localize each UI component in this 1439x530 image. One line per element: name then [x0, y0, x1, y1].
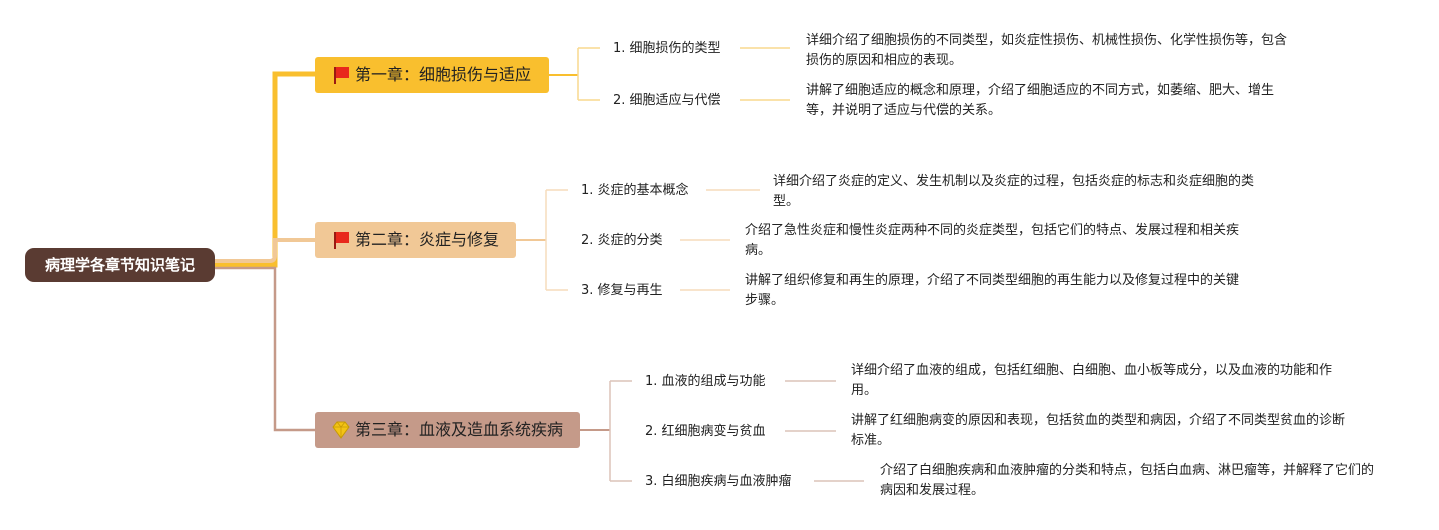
desc-2-2: 介绍了急性炎症和慢性炎症两种不同的炎症类型，包括它们的特点、发展过程和相关疾病。: [745, 223, 1240, 258]
chapter-3-node[interactable]: 第三章：血液及造血系统疾病: [315, 412, 580, 448]
topic-2-3[interactable]: 3. 修复与再生: [581, 283, 663, 298]
chapter-3-label: 第三章：血液及造血系统疾病: [355, 420, 564, 439]
chapter-1-label: 第一章：细胞损伤与适应: [355, 65, 532, 84]
chapter-2-label: 第二章：炎症与修复: [355, 230, 500, 249]
red-flag-icon: [334, 67, 349, 84]
chapter-1-node[interactable]: 第一章：细胞损伤与适应: [315, 57, 549, 93]
red-flag-icon: [334, 232, 349, 249]
diamond-icon: [332, 421, 350, 439]
desc-3-1: 详细介绍了血液的组成，包括红细胞、白细胞、血小板等成分，以及血液的功能和作用。: [851, 363, 1333, 398]
topic-1-1[interactable]: 1. 细胞损伤的类型: [613, 41, 721, 56]
desc-3-3: 介绍了白细胞疾病和血液肿瘤的分类和特点，包括白血病、淋巴瘤等，并解释了它们的病因…: [880, 463, 1375, 498]
desc-1-1: 详细介绍了细胞损伤的不同类型，如炎症性损伤、机械性损伤、化学性损伤等，包含损伤的…: [806, 33, 1288, 68]
topic-1-2[interactable]: 2. 细胞适应与代偿: [613, 93, 721, 108]
topic-2-2[interactable]: 2. 炎症的分类: [581, 233, 663, 248]
desc-1-2: 讲解了细胞适应的概念和原理，介绍了细胞适应的不同方式，如萎缩、肥大、增生等，并说…: [806, 83, 1275, 118]
chapter-2-node[interactable]: 第二章：炎症与修复: [315, 222, 516, 258]
root-label: 病理学各章节知识笔记: [44, 256, 195, 274]
topic-3-2[interactable]: 2. 红细胞病变与贫血: [645, 424, 766, 439]
root-node[interactable]: 病理学各章节知识笔记: [25, 248, 215, 282]
topic-3-3[interactable]: 3. 白细胞疾病与血液肿瘤: [645, 474, 792, 489]
topic-3-1[interactable]: 1. 血液的组成与功能: [645, 374, 766, 389]
desc-2-1: 详细介绍了炎症的定义、发生机制以及炎症的过程，包括炎症的标志和炎症细胞的类型。: [773, 174, 1255, 209]
desc-2-3: 讲解了组织修复和再生的原理，介绍了不同类型细胞的再生能力以及修复过程中的关键步骤…: [745, 273, 1240, 308]
desc-3-2: 讲解了红细胞病变的原因和表现，包括贫血的类型和病因，介绍了不同类型贫血的诊断标准…: [851, 413, 1346, 448]
topic-2-1[interactable]: 1. 炎症的基本概念: [581, 183, 689, 198]
